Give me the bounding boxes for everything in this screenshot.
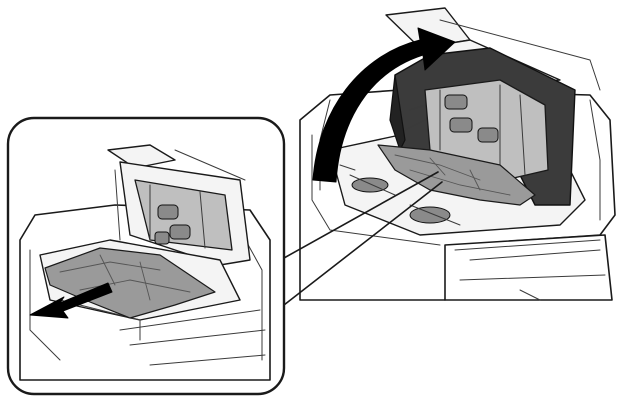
callout-connector-top [283,171,439,259]
arrow-left-icon [29,282,113,319]
jammed-paper-main [377,144,536,206]
curved-arrow-up-icon [312,27,456,183]
magnified-inset [6,116,286,396]
callout-connector-bottom [283,181,443,306]
